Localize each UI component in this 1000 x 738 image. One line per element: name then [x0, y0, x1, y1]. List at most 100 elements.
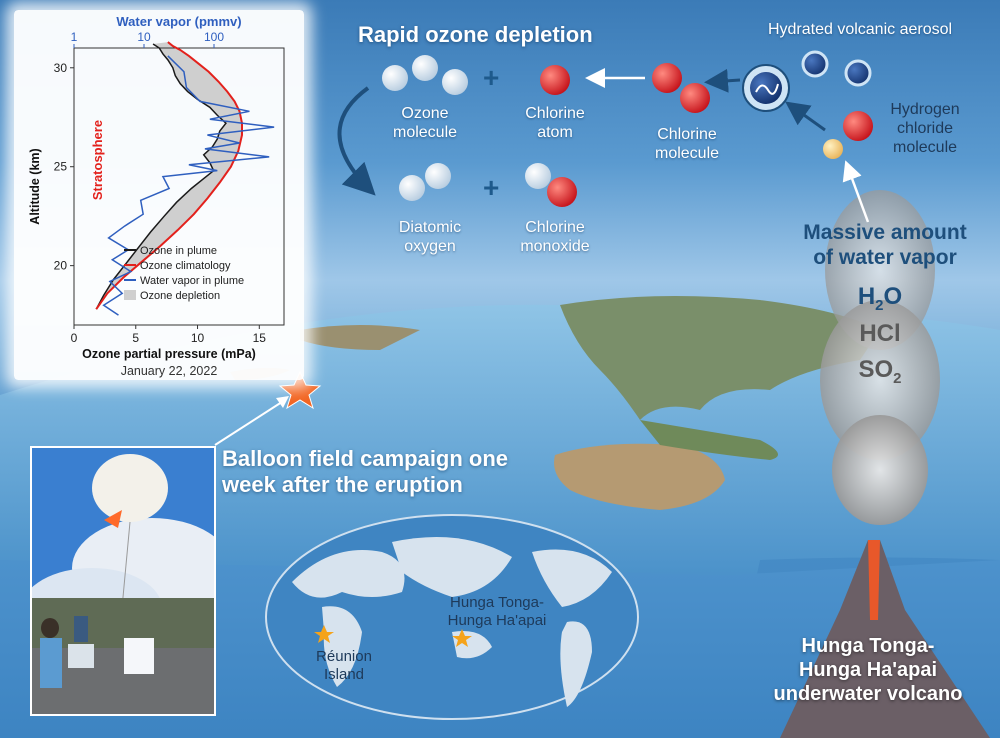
x-tick-label: 5 [132, 331, 139, 345]
landmass-indonesia [640, 420, 778, 460]
hcl-label: Hydrogen chloride molecule [870, 100, 980, 157]
y-tick-label: 30 [54, 61, 68, 75]
volcano-lava [868, 540, 880, 620]
ozone-plume-line [95, 43, 227, 310]
landmass-africa-tip [300, 325, 420, 350]
h2o-h: H [857, 283, 876, 310]
pointer-arrow-balloon [276, 396, 289, 408]
volcano-plume-mid [820, 300, 940, 460]
x-tick-label: 15 [253, 331, 267, 345]
diatomic-label-line1: Diatomic [398, 219, 462, 236]
legend-label: Water vapor in plume [140, 275, 244, 287]
volcano-caption: Hunga Tonga- Hunga Ha'apai underwater vo… [748, 634, 988, 706]
parachute [104, 510, 122, 528]
plus-sign-top: + [483, 62, 500, 93]
chlorine-monoxide-icon [525, 163, 577, 207]
chlorine-atom-label: Chlorine atom [505, 104, 605, 142]
ozone-climatology-line [95, 41, 243, 310]
arrow-vapor-to-hcl [842, 160, 870, 223]
hydrated-aerosol-icon [742, 50, 872, 112]
legend-label: Ozone climatology [140, 260, 231, 272]
balloon [92, 454, 168, 522]
chlorine-monoxide-label-line2: monoxide [520, 238, 590, 255]
volcano-caption-line1: Hunga Tonga- [801, 635, 935, 657]
arrow-aerosol-to-cl2 [704, 68, 741, 93]
y-axis-title: Altitude (km) [28, 148, 42, 224]
hcl-molecule-icon [823, 111, 873, 159]
h2o-label: H2O [830, 283, 930, 314]
water-vapor-caption-line2: of water vapor [813, 246, 957, 269]
arrow-hcl-to-aerosol [785, 101, 826, 132]
chlorine-monoxide-label: Chlorine monoxide [505, 218, 605, 256]
top-tick-label: 100 [204, 30, 224, 44]
pointer-line-balloon [214, 399, 286, 446]
aerosol-label: Hydrated volcanic aerosol [767, 21, 953, 38]
top-axis-title: Water vapor (pmmv) [116, 14, 241, 29]
chart-date: January 22, 2022 [121, 364, 218, 378]
so2-label: SO2 [830, 356, 930, 387]
hcl-label-line2: chloride [896, 120, 954, 137]
diatomic-oxygen-icon [399, 163, 451, 201]
balloon-caption-line1: Balloon field campaign one [222, 446, 509, 471]
landmass-asia [560, 296, 880, 420]
reunion-star [314, 625, 334, 643]
balloon-caption-line2: week after the eruption [222, 472, 463, 497]
x-tick-label: 10 [191, 331, 205, 345]
ozone-depletion-area [96, 42, 242, 310]
hunga-map-label-line1: Hunga Tonga- [450, 594, 544, 611]
chlorine-molecule-label: Chlorine molecule [637, 125, 737, 163]
chlorine-atom-label-line2: atom [537, 124, 573, 141]
balloon-photo-illustration [32, 448, 214, 714]
continents [292, 537, 612, 707]
y-tick-label: 25 [54, 160, 68, 174]
chlorine-molecule-label-line2: molecule [654, 145, 720, 162]
cycle-arrow [337, 86, 376, 196]
balloon-caption: Balloon field campaign one week after th… [222, 446, 508, 498]
stratosphere-label: Stratosphere [90, 120, 105, 200]
hcl-label-line1: Hydrogen [890, 101, 960, 118]
h2o-sub: 2 [875, 296, 884, 314]
chlorine-monoxide-label-line1: Chlorine [525, 219, 585, 236]
legend-swatch [124, 290, 136, 300]
hunga-map-label-line2: Hunga Ha'apai [447, 612, 547, 629]
ozone-molecule-label: Ozone molecule [370, 104, 480, 142]
balloon-site-star [278, 370, 322, 410]
plus-sign-bottom: + [483, 172, 500, 203]
water-vapor-caption: Massive amount of water vapor [785, 220, 985, 270]
water-vapor-line [102, 55, 275, 316]
volcano-caption-line2: Hunga Ha'apai [798, 659, 938, 681]
plot-frame [73, 47, 285, 326]
hunga-map-label: Hunga Tonga- Hunga Ha'apai [432, 594, 562, 630]
diatomic-label-line2: oxygen [404, 238, 456, 255]
legend-label: Ozone depletion [140, 290, 220, 302]
volcano-plume-lower [832, 415, 928, 525]
world-map [265, 514, 639, 720]
chlorine-molecule-label-line1: Chlorine [657, 126, 717, 143]
landmass-australia [554, 443, 725, 510]
chlorine-atom-icon [540, 65, 570, 95]
chlorine-atom-label-line1: Chlorine [525, 105, 585, 122]
chlorine-molecule-icon [652, 63, 710, 113]
legend-label: Ozone in plume [140, 245, 217, 257]
diatomic-oxygen-label: Diatomic oxygen [380, 218, 480, 256]
reaction-title: Rapid ozone depletion [358, 22, 593, 47]
ozone-molecule-icon [382, 55, 468, 95]
ozone-label-line1: Ozone [401, 105, 449, 122]
water-vapor-caption-line1: Massive amount [803, 221, 967, 244]
balloon-launch-photo [30, 446, 216, 716]
top-tick-label: 10 [137, 30, 151, 44]
so2-so: SO [858, 356, 894, 383]
so2-sub: 2 [893, 369, 902, 387]
hcl-gas-label: HCl [859, 320, 901, 347]
top-tick-label: 1 [71, 30, 78, 44]
reunion-label-line1: Réunion [316, 648, 372, 665]
x-axis-title: Ozone partial pressure (mPa) [82, 347, 256, 361]
hunga-tonga-star [452, 629, 472, 647]
reunion-label: Réunion Island [314, 648, 374, 684]
hcl-label-line3: molecule [892, 139, 958, 156]
y-tick-label: 20 [54, 259, 68, 273]
